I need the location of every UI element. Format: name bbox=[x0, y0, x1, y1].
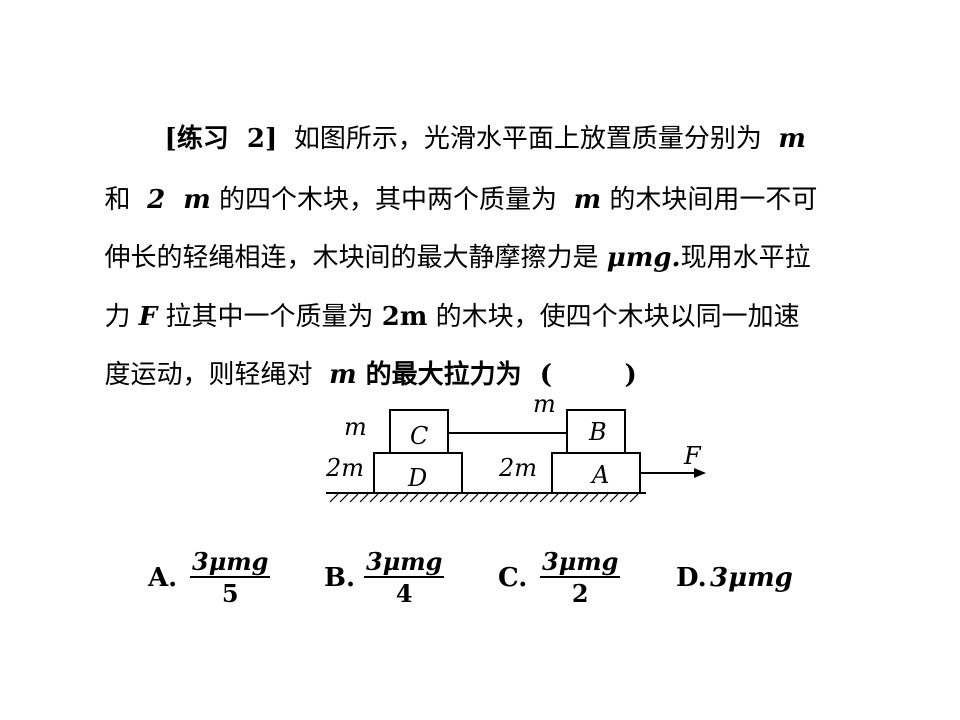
mass-symbol: m bbox=[573, 185, 602, 215]
question-line-4: 力 F 拉其中一个质量为 2m 的木块，使四个木块以同一加速 bbox=[88, 272, 800, 332]
option-fraction: 3μmg 4 bbox=[364, 547, 445, 608]
option-fraction: 3μmg 2 bbox=[540, 547, 621, 608]
label-block-c: C bbox=[410, 422, 428, 450]
label-mass-b: m bbox=[533, 392, 556, 418]
question-text: 拉其中一个质量为 bbox=[157, 302, 382, 332]
label-block-a: A bbox=[590, 461, 609, 489]
question-line-3: 伸长的轻绳相连，木块间的最大静摩擦力是 μmg.现用水平拉 bbox=[88, 213, 811, 273]
option-letter: B. bbox=[324, 563, 356, 593]
question-text: 如图所示，光滑水平面上放置质量分别为 bbox=[277, 124, 779, 154]
label-mass-d: 2m bbox=[325, 454, 364, 482]
block-b bbox=[566, 409, 626, 454]
force-symbol: F bbox=[138, 302, 158, 332]
question-text: 伸长的轻绳相连，木块间的最大静摩擦力是 bbox=[104, 243, 607, 273]
label-block-d: D bbox=[407, 464, 427, 492]
question-tag: [练习 2] bbox=[164, 124, 278, 154]
option-c[interactable]: C. 3μmg 2 bbox=[498, 548, 628, 610]
fraction-denominator: 2 bbox=[571, 579, 589, 608]
fraction-denominator: 4 bbox=[395, 579, 413, 608]
friction-expression: μmg. bbox=[606, 243, 681, 273]
label-mass-c: m bbox=[344, 413, 367, 441]
question-text: 的木块间用一不可 bbox=[601, 185, 818, 215]
option-letter: C. bbox=[498, 563, 528, 593]
label-mass-a: 2m bbox=[498, 454, 537, 482]
label-block-b: B bbox=[588, 418, 607, 446]
fraction-numerator: 3μmg bbox=[364, 547, 445, 578]
fraction-numerator: 3μmg bbox=[540, 547, 621, 578]
question-line-5: 度运动，则轻绳对 m 的最大拉力为 ( ) bbox=[88, 330, 637, 390]
question-line-1: [练习 2] 如图所示，光滑水平面上放置质量分别为 m bbox=[148, 94, 806, 154]
option-letter: D. bbox=[676, 563, 707, 593]
mass-symbol: m bbox=[329, 360, 357, 390]
mass-symbol: 2m bbox=[381, 302, 428, 332]
fraction-denominator: 5 bbox=[221, 579, 239, 608]
question-text: 的四个木块，其中两个质量为 bbox=[210, 185, 574, 215]
question-text: 现用水平拉 bbox=[680, 243, 811, 273]
option-d[interactable]: D. 3μmg bbox=[676, 548, 836, 610]
question-text: 力 bbox=[104, 302, 139, 332]
blocks-diagram: m m 2m 2m C B D A F bbox=[325, 392, 706, 503]
option-fraction: 3μmg 5 bbox=[190, 547, 271, 608]
question-line-2: 和 2 m 的四个木块，其中两个质量为 m 的木块间用一不可 bbox=[88, 155, 818, 215]
ground-hatching bbox=[329, 493, 639, 503]
fraction-numerator: 3μmg bbox=[190, 547, 271, 578]
label-force: F bbox=[683, 442, 702, 470]
option-letter: A. bbox=[148, 563, 178, 593]
question-text: 的木块，使四个木块以同一加速 bbox=[427, 302, 800, 332]
block-c bbox=[389, 409, 449, 454]
option-value: 3μmg bbox=[710, 563, 793, 593]
mass-symbol: 2 m bbox=[147, 185, 211, 215]
answer-blank: 的最大拉力为 ( ) bbox=[356, 360, 637, 390]
block-d bbox=[373, 452, 463, 494]
option-b[interactable]: B. 3μmg 4 bbox=[324, 548, 454, 610]
question-text: 和 bbox=[104, 185, 148, 215]
force-arrowhead bbox=[694, 468, 706, 478]
option-a[interactable]: A. 3μmg 5 bbox=[148, 548, 278, 610]
question-text: 度运动，则轻绳对 bbox=[104, 360, 330, 390]
mass-symbol: m bbox=[778, 124, 806, 154]
